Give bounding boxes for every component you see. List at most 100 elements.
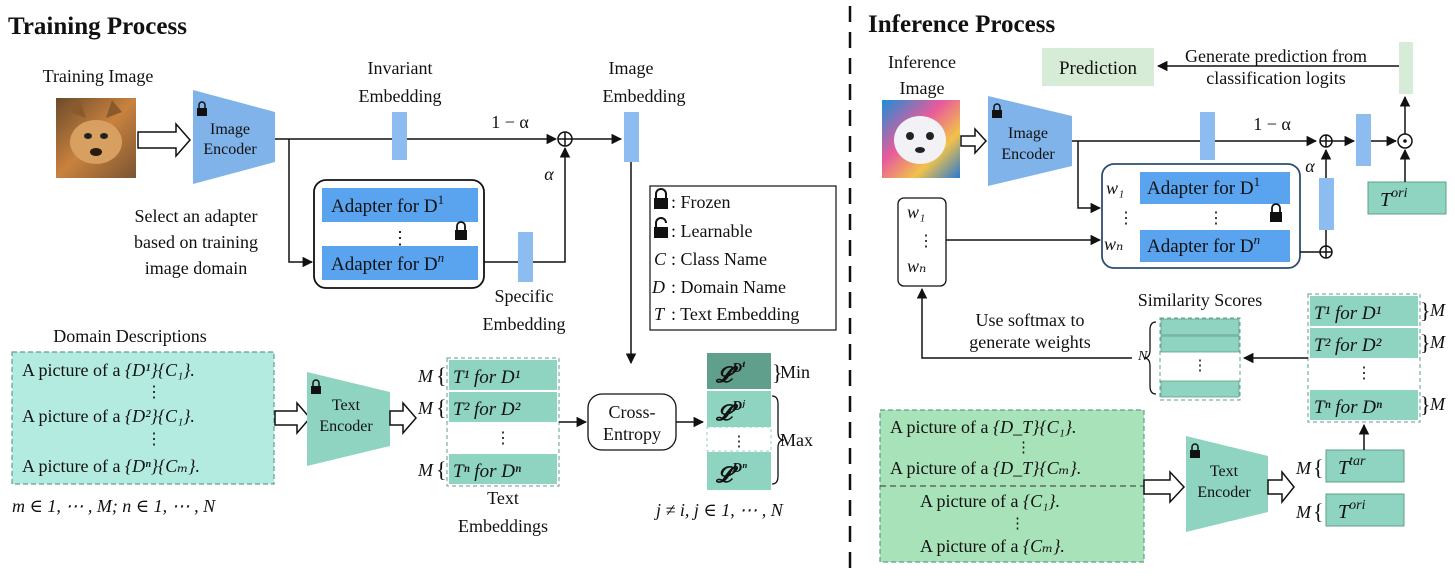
invariant-embedding-bar [1200,112,1215,160]
t2-d2-label: T² for D² [453,399,521,420]
desc-1: A picture of a {D¹}{C₁}. [22,360,195,380]
training-title: Training Process [8,13,187,40]
similarity-score-n [1160,380,1240,398]
m-label-1: M [417,366,434,386]
m-label-ori: M [1295,502,1312,522]
sum-operator [557,131,573,147]
brace: { [436,395,447,420]
legend-learnable: : Learnable [671,221,752,241]
brace: { [1313,499,1324,524]
image-encoder-label-1: Image [1008,125,1048,142]
t1-d1-label: T¹ for D¹ [1314,303,1382,324]
legend-frozen: : Frozen [671,192,730,212]
t-tar-block [1325,449,1405,483]
generate-prediction-text-2: classification logits [1206,68,1345,88]
image-encoder-label-2: Encoder [1001,146,1055,163]
image-embedding-bar [1356,114,1371,166]
text-embeddings-label-1: Text [487,488,519,508]
weights-w1: w₁ [907,202,925,222]
training-image-label: Training Image [43,66,154,86]
weights-box [897,197,947,287]
similarity-score-2 [1160,335,1240,353]
cross-entropy-label-2: Entropy [603,424,661,444]
t1-d1-block [1310,296,1418,326]
adapter-dn-block [322,246,478,280]
m-label-2: M [417,398,434,418]
invariant-embedding-label-1: Invariant [368,58,433,78]
adapter-dn-label: Adapter for Dn [1147,232,1260,257]
text-embeddings-label-2: Embeddings [458,516,548,536]
inference-image-label-2: Image [900,78,945,98]
alpha-label: α [1305,156,1315,176]
adapter-vdots: ⋮ [391,228,409,248]
unlock-icon [654,217,668,238]
max-label: Max [780,430,813,450]
loss-vdots: ⋮ [732,434,747,450]
text-encoder-label-1: Text [332,397,361,414]
logits-bar [1399,42,1413,94]
lock-icon [311,379,321,394]
legend-t-key: T [654,304,666,324]
similarity-score-1 [1160,318,1240,336]
brace: { [436,457,447,482]
adapter-d1-label: Adapter for D1 [1147,174,1260,199]
desc-c1: A picture of a {C₁}. [920,491,1060,511]
lock-icon [992,103,1002,118]
alpha-label: α [544,164,554,184]
lock-icon [197,101,207,116]
prediction-block [1042,48,1154,86]
lock-icon [455,221,467,240]
image-encoder-block [988,96,1072,186]
hollow-arrow [1267,469,1295,505]
brace [1143,321,1157,395]
text-encoder-block [1186,436,1268,532]
tn-dn-block [1310,390,1418,420]
tn-dn-label: Tⁿ for Dⁿ [453,461,521,482]
text-encoder-block [307,372,390,466]
adapter-branch-line [288,139,314,268]
adapter-dn-block [1140,230,1290,262]
desc-dt-c1: A picture of a {D_T}{C₁}. [890,417,1077,437]
n-label: N [1137,349,1148,364]
adapter-d1-block [1140,172,1290,204]
hollow-arrow [960,127,988,155]
hollow-arrow [389,400,417,436]
m-label-1: M [1429,300,1446,320]
legend-t-val: : Text Embedding [671,304,799,324]
desc-vdots-1: ⋮ [146,384,162,401]
softmax-text-2: generate weights [969,332,1090,352]
tn-dn-label: Tⁿ for Dⁿ [1314,397,1382,418]
brace: } [772,360,783,385]
desc-vdots-2: ⋮ [146,431,162,448]
invariant-embedding-bar [392,112,407,160]
specific-embedding-label-2: Embedding [483,314,566,334]
j-range: j ≠ i, j ∈ 1, ⋯ , N [654,500,784,520]
t-ori-label: Tori [1380,186,1408,211]
m-n-range: m ∈ 1, ⋯ , M; n ∈ 1, ⋯ , N [12,496,216,516]
t1-d1-block [449,360,557,390]
specific-embedding-bar [1319,178,1334,230]
lock-icon [654,188,668,209]
brace: { [1313,455,1324,480]
text-embeddings-vdots: ⋮ [495,430,511,447]
image-encoder-label-2: Encoder [203,141,257,158]
generate-prediction-text-1: Generate prediction from [1185,46,1367,66]
select-adapter-text-3: image domain [145,258,247,278]
brace: } [1420,298,1431,323]
brace: } [1420,392,1431,417]
m-label-tar: M [1295,458,1312,478]
image-embedding-bar [624,112,639,162]
specific-embedding-bar [518,232,533,282]
specific-embedding-label-1: Specific [495,286,554,306]
hollow-arrow [1143,470,1186,504]
tn-dn-block [449,454,557,484]
legend-c-val: : Class Name [671,249,767,269]
legend-c-key: C [654,249,667,269]
sum-operator [1319,245,1333,259]
m-label-3: M [1429,394,1446,414]
text-encoder-label-2: Encoder [1197,484,1251,501]
similarity-vdots: ⋮ [1193,358,1208,374]
image-embedding-label-1: Image [609,58,654,78]
t2-d2-label: T² for D² [1314,335,1382,356]
t-ori-bottom-block [1325,493,1405,527]
